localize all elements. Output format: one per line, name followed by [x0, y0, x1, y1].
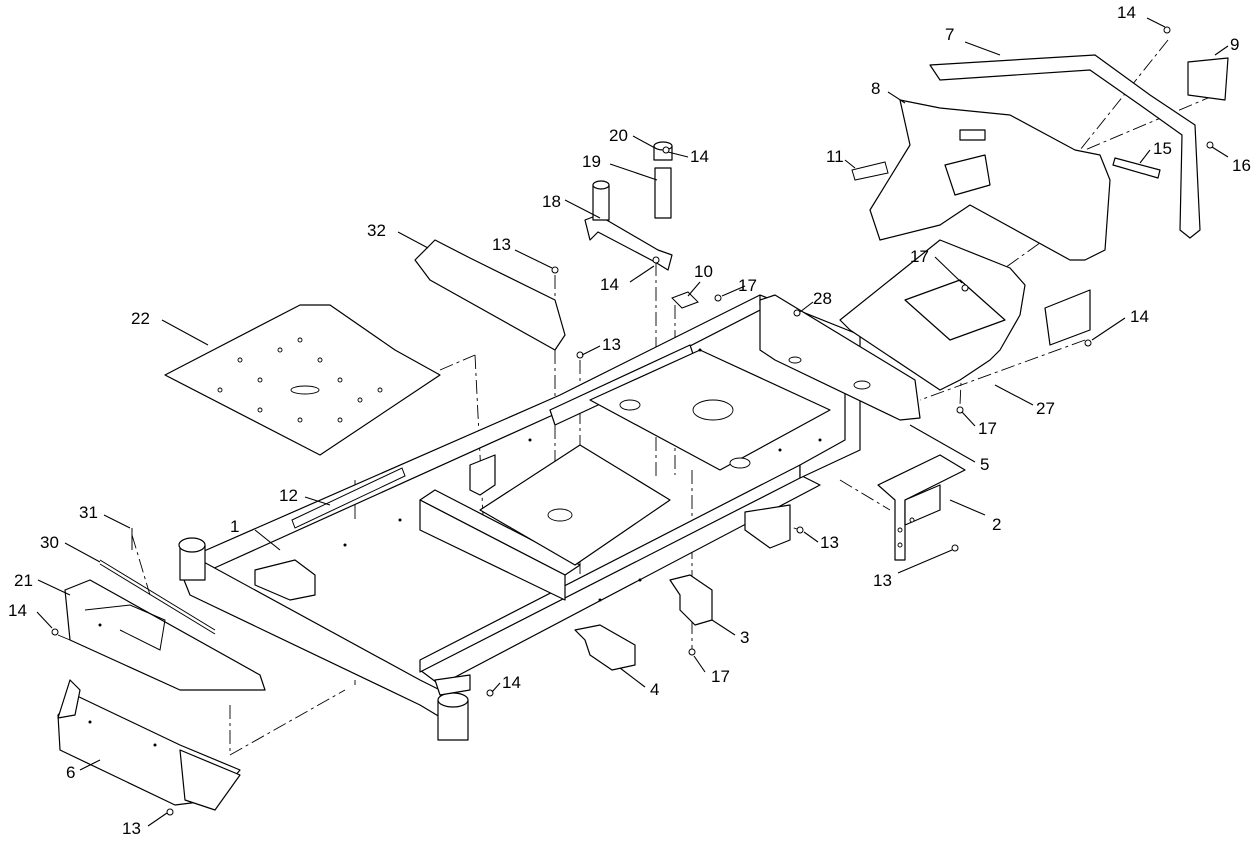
bracket-part-3 — [669, 574, 713, 626]
callout-32: 32 — [367, 221, 386, 240]
seat-support-part-8 — [869, 99, 1111, 261]
bracket-part-2 — [877, 454, 966, 561]
main-frame — [178, 294, 861, 741]
callout-13-c: 13 — [820, 533, 839, 552]
callout-20: 20 — [609, 126, 628, 145]
callout-4: 4 — [650, 680, 659, 699]
callout-5: 5 — [980, 455, 989, 474]
callout-11: 11 — [826, 147, 844, 166]
panel-part-21 — [64, 579, 266, 691]
callout-14-c: 14 — [600, 275, 619, 294]
callout-17-d: 17 — [711, 667, 730, 686]
decal-part-11 — [851, 161, 889, 181]
callout-9: 9 — [1230, 35, 1239, 54]
pad-part-10 — [671, 291, 699, 309]
callout-13-a: 13 — [492, 235, 511, 254]
handle-bar-part-7 — [929, 54, 1201, 239]
callout-30: 30 — [40, 533, 59, 552]
callout-19: 19 — [582, 152, 601, 171]
front-guard-part-6 — [57, 679, 241, 811]
callout-27: 27 — [1036, 399, 1055, 418]
callout-7: 7 — [945, 25, 954, 44]
trim-strip-part-30 — [99, 559, 216, 635]
callout-28: 28 — [813, 289, 832, 308]
spring-part-19 — [592, 167, 672, 221]
callout-3: 3 — [740, 628, 749, 647]
callout-15: 15 — [1153, 139, 1172, 158]
callout-13-e: 13 — [122, 819, 141, 838]
callout-labels: 1 2 3 4 5 6 7 8 9 10 11 12 13 13 13 13 1… — [8, 3, 1251, 838]
callout-17-b: 17 — [910, 247, 929, 266]
bracket-part-15 — [1112, 157, 1161, 179]
callout-31: 31 — [79, 503, 98, 522]
decal-part-9 — [1187, 57, 1229, 101]
callout-22: 22 — [131, 309, 150, 328]
leader-lines — [36, 17, 1229, 827]
seat-pan-part-27 — [839, 239, 1091, 391]
callout-13-b: 13 — [602, 335, 621, 354]
callout-17-c: 17 — [978, 419, 997, 438]
callout-10: 10 — [694, 262, 713, 281]
hardware — [51, 26, 1214, 816]
callout-14-d: 14 — [1130, 307, 1149, 326]
strip-part-12 — [291, 467, 406, 529]
callout-16: 16 — [1232, 156, 1251, 175]
callout-8: 8 — [871, 79, 880, 98]
callout-18: 18 — [542, 192, 561, 211]
callout-12: 12 — [279, 486, 298, 505]
callout-13-d: 13 — [873, 571, 892, 590]
callout-1: 1 — [230, 517, 239, 536]
callout-14-b: 14 — [690, 147, 709, 166]
bracket-under-frame — [744, 504, 791, 549]
bracket-part-4 — [574, 624, 636, 671]
callout-2: 2 — [992, 515, 1001, 534]
shield-part-32 — [414, 239, 566, 351]
floor-pan-part-22 — [164, 304, 441, 456]
callout-17-a: 17 — [738, 276, 757, 295]
callout-21: 21 — [14, 571, 33, 590]
callout-14-a: 14 — [1117, 3, 1136, 22]
rear-panel-part-5 — [759, 294, 921, 421]
callout-14-e: 14 — [502, 673, 521, 692]
callout-14-f: 14 — [8, 601, 27, 620]
spring-bracket-part-18 — [584, 214, 673, 271]
callout-6: 6 — [66, 763, 75, 782]
